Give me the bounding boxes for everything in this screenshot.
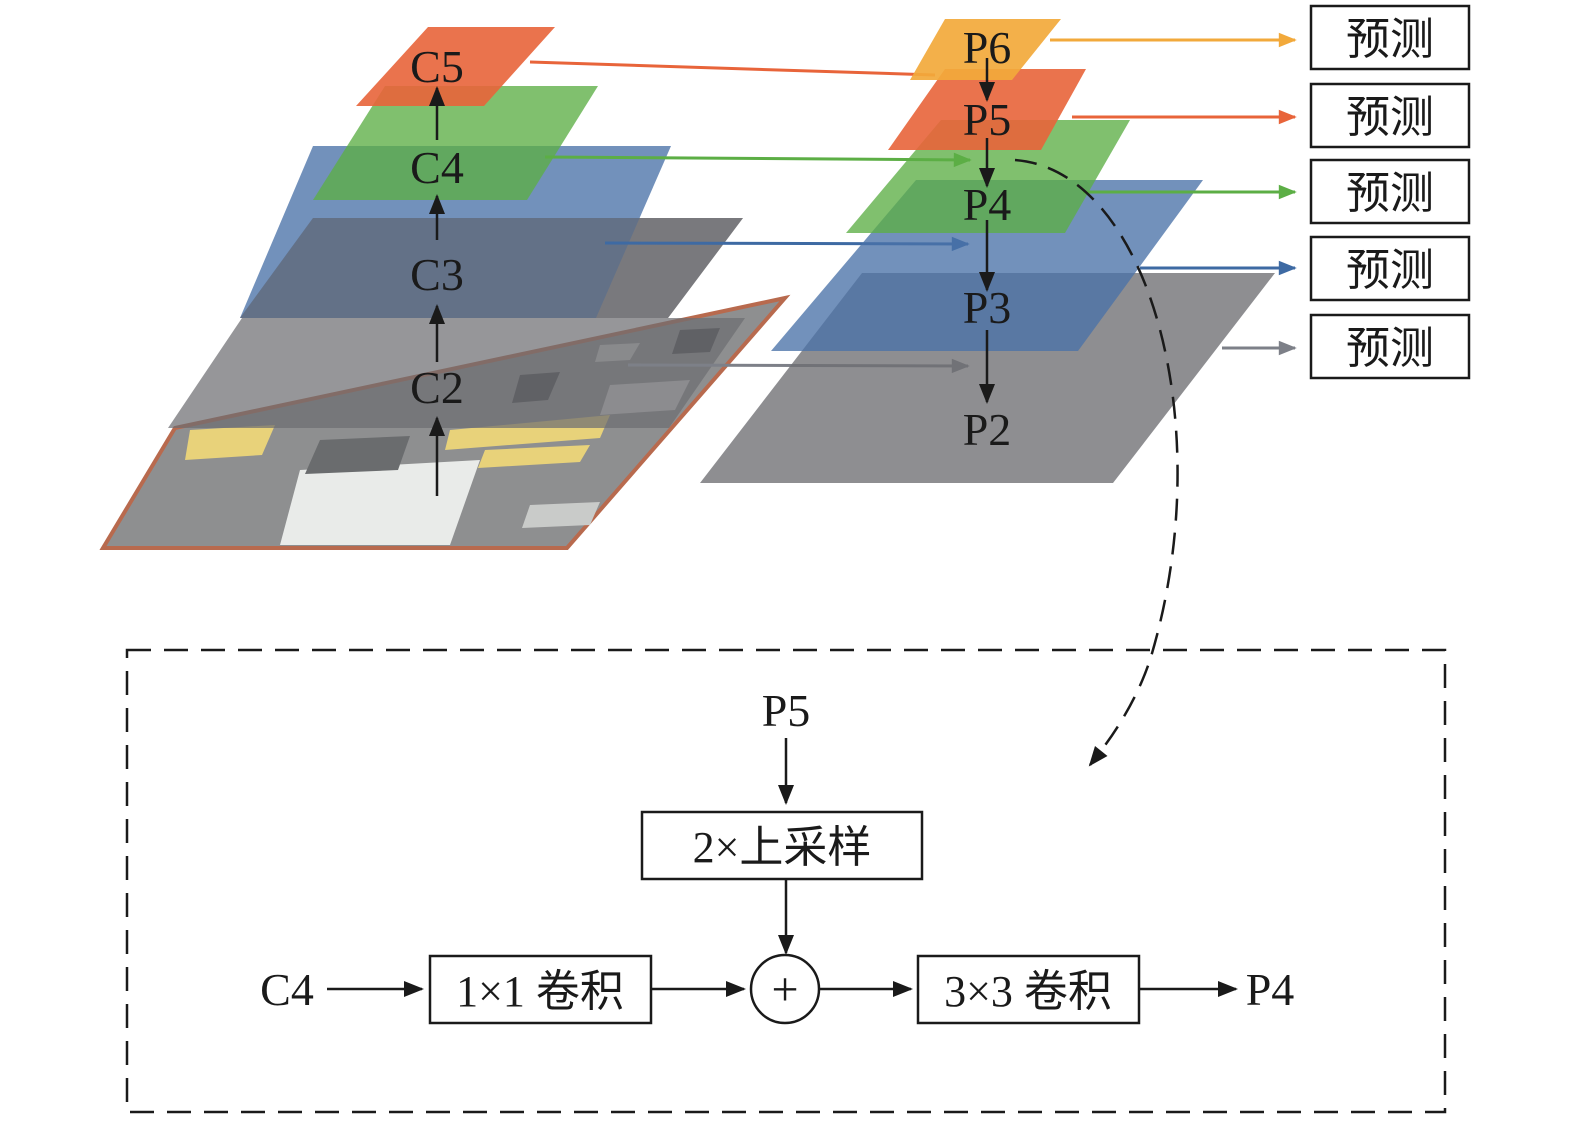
p5-plane bbox=[888, 69, 1086, 150]
prediction-label-p6: 预测 bbox=[1346, 15, 1434, 64]
detail-output-p4: P4 bbox=[1246, 964, 1295, 1015]
add-node bbox=[749, 953, 821, 1025]
add-symbol: + bbox=[771, 963, 798, 1016]
prediction-boxes: 预测 预测 预测 预测 预测 bbox=[1309, 4, 1471, 380]
p3-label: P3 bbox=[963, 282, 1012, 333]
c2-label: C2 bbox=[410, 362, 464, 413]
upsample-box bbox=[640, 810, 924, 881]
prediction-label-p5: 预测 bbox=[1346, 93, 1434, 142]
p6-label: P6 bbox=[963, 22, 1012, 73]
c3-label: C3 bbox=[410, 249, 464, 300]
p4-label: P4 bbox=[963, 179, 1012, 230]
detail-flow: P5 2×上采样 C4 1×1 卷积 + 3×3 卷积 P4 bbox=[260, 685, 1295, 1025]
p5-label: P5 bbox=[963, 94, 1012, 145]
conv3x3-box bbox=[916, 954, 1141, 1025]
prediction-label-p3: 预测 bbox=[1346, 246, 1434, 295]
c5-label: C5 bbox=[410, 41, 464, 92]
p6-plane bbox=[910, 19, 1061, 80]
conv3x3-label: 3×3 卷积 bbox=[944, 967, 1112, 1016]
prediction-label-p4: 预测 bbox=[1346, 169, 1434, 218]
c4-label: C4 bbox=[410, 142, 464, 193]
zoom-arrow bbox=[1014, 158, 1179, 767]
prediction-arrows bbox=[1050, 32, 1297, 356]
c4-plane bbox=[313, 86, 598, 200]
conv1x1-box bbox=[428, 954, 653, 1025]
p2-label: P2 bbox=[963, 404, 1012, 455]
conv1x1-label: 1×1 卷积 bbox=[456, 967, 624, 1016]
prediction-label-p2: 预测 bbox=[1346, 324, 1434, 373]
upsample-label: 2×上采样 bbox=[693, 823, 872, 872]
c5-plane bbox=[356, 27, 555, 106]
c2-layer bbox=[168, 318, 745, 428]
detail-input-c4: C4 bbox=[260, 964, 314, 1015]
detail-input-p5: P5 bbox=[762, 685, 811, 736]
c2-top-gray bbox=[240, 218, 743, 318]
